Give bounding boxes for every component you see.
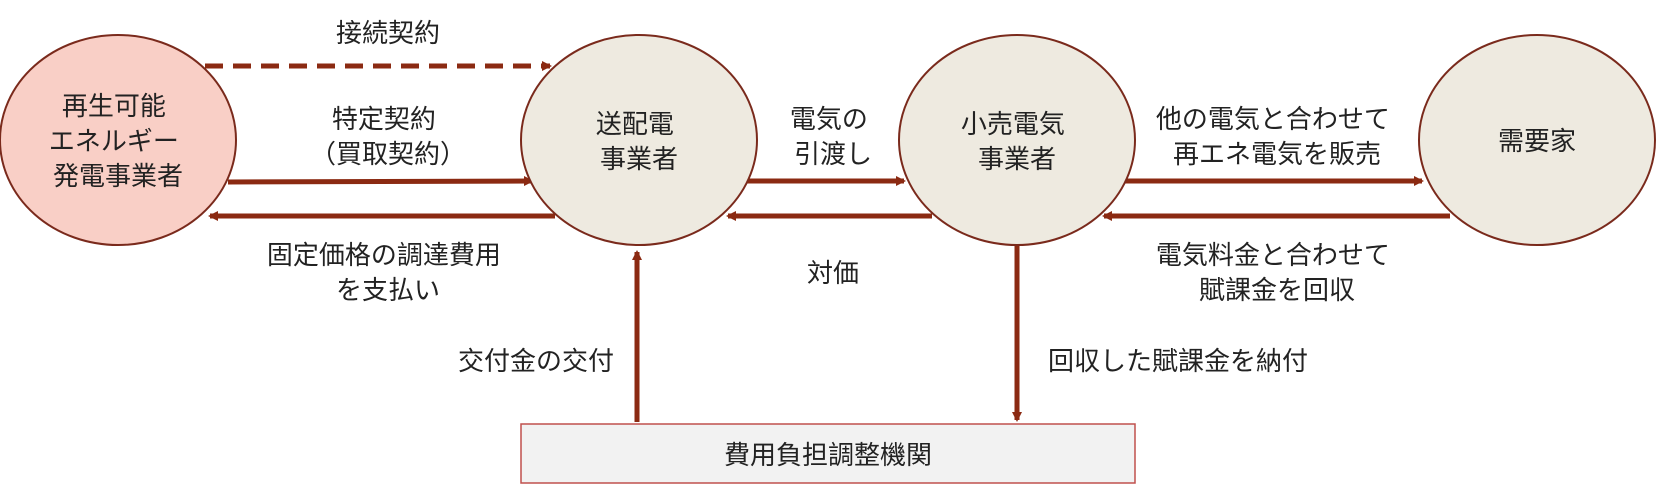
fixed-price-payment-label-line: 固定価格の調達費用: [267, 241, 501, 271]
consumer-label-line: 需要家: [1498, 127, 1576, 157]
edges: [205, 61, 1450, 422]
transmission-label-line: 事業者: [600, 145, 678, 175]
sell-renewable-label-line: 他の電気と合わせて: [1156, 105, 1390, 135]
producer-node: [0, 34, 237, 246]
specific-contract-label-line: （買取契約）: [310, 140, 466, 170]
connection-contract-label: 接続契約: [336, 19, 440, 49]
producer-label-line: エネルギー: [49, 127, 179, 157]
fixed-price-payment-label: 固定価格の調達費用 を支払い: [267, 241, 509, 306]
cost-adjustment-box: 費用負担調整機関: [520, 423, 1136, 484]
specific-contract-arrow: [227, 176, 534, 187]
nodes: 再生可能 エネルギー 発電事業者 送配電 事業者 小売電気 事業者 需要家: [0, 34, 1656, 246]
electricity-delivery-label: 電気の 引渡し: [790, 105, 876, 170]
fixed-price-payment-label-line: を支払い: [336, 276, 440, 306]
transmission-label-line: 送配電: [596, 110, 674, 140]
electricity-delivery-label-line: 引渡し: [794, 140, 872, 170]
consideration-label: 対価: [807, 259, 859, 289]
cost-adjustment-box-rect: [520, 423, 1136, 484]
electricity-delivery-label-line: 電気の: [790, 105, 868, 135]
specific-contract-label-line: 特定契約: [332, 105, 436, 135]
retailer-label-line: 事業者: [978, 145, 1056, 175]
specific-contract-label: 特定契約 （買取契約）: [310, 105, 466, 170]
edge-labels: 接続契約 特定契約 （買取契約） 固定価格の調達費用 を支払い 電気の 引渡し …: [267, 19, 1398, 377]
collect-surcharge-label-line: 賦課金を回収: [1199, 276, 1355, 306]
sell-renewable-label-line: 再エネ電気を販売: [1173, 140, 1381, 170]
producer-label-line: 再生可能: [62, 92, 166, 122]
producer-label: 再生可能 エネルギー 発電事業者: [49, 92, 187, 192]
sell-renewable-label: 他の電気と合わせて 再エネ電気を販売: [1156, 105, 1398, 170]
consumer-node: [1418, 34, 1656, 246]
transmission-label: 送配電 事業者: [596, 110, 682, 175]
collect-surcharge-label: 電気料金と合わせて 賦課金を回収: [1156, 241, 1398, 306]
transmission-node: [520, 34, 758, 246]
producer-label-line: 発電事業者: [53, 162, 183, 192]
pay-surcharge-label: 回収した賦課金を納付: [1048, 347, 1308, 377]
grant-label: 交付金の交付: [458, 347, 614, 377]
collect-surcharge-label-line: 電気料金と合わせて: [1156, 241, 1390, 271]
retailer-node: [898, 34, 1136, 246]
consumer-label: 需要家: [1498, 127, 1576, 157]
retailer-label: 小売電気 事業者: [961, 110, 1073, 175]
cost-adjustment-box-label: 費用負担調整機関: [724, 441, 932, 471]
retailer-label-line: 小売電気: [961, 110, 1065, 140]
